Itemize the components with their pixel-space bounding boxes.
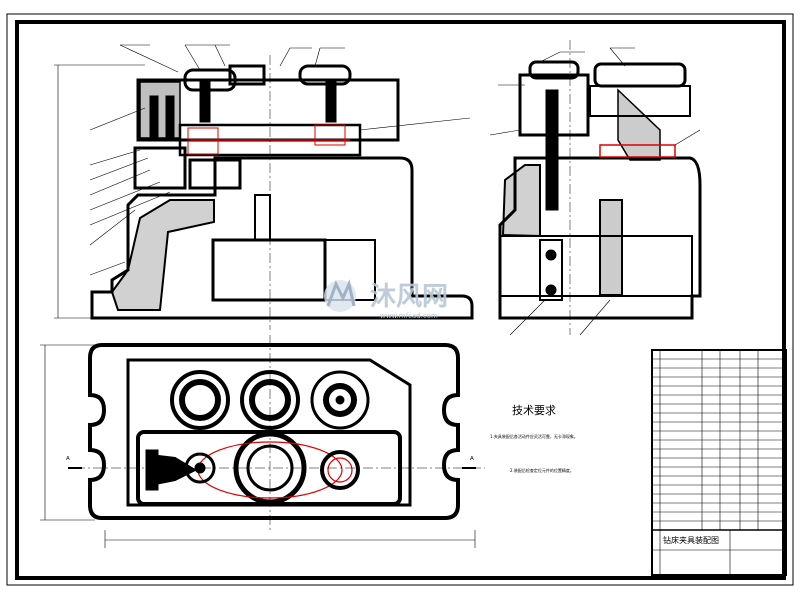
tech-requirement-line: 1.夹具装配后各活动件应灵活可靠，无卡滞现象。 — [490, 433, 578, 439]
mfcad-logo-icon — [324, 279, 356, 312]
inner-border — [15, 20, 786, 580]
parts-list — [651, 349, 787, 576]
watermark-brand: 沐风网 — [370, 282, 448, 312]
watermark-url: www.mfcad.com — [380, 312, 438, 320]
side-view — [489, 40, 702, 336]
watermark: 沐风网 www.mfcad.com — [324, 279, 448, 320]
top-view — [40, 335, 485, 548]
tech-requirements-heading: 技术要求 — [512, 404, 556, 417]
tech-requirement-line: 2.装配后检查定位元件的位置精度。 — [510, 467, 574, 473]
front-view — [54, 44, 474, 330]
section-marker-right: A — [470, 456, 474, 462]
section-marker-left: A — [66, 456, 70, 462]
title-block-title: 钻床夹具装配图 — [663, 535, 719, 545]
outer-border — [6, 13, 794, 586]
